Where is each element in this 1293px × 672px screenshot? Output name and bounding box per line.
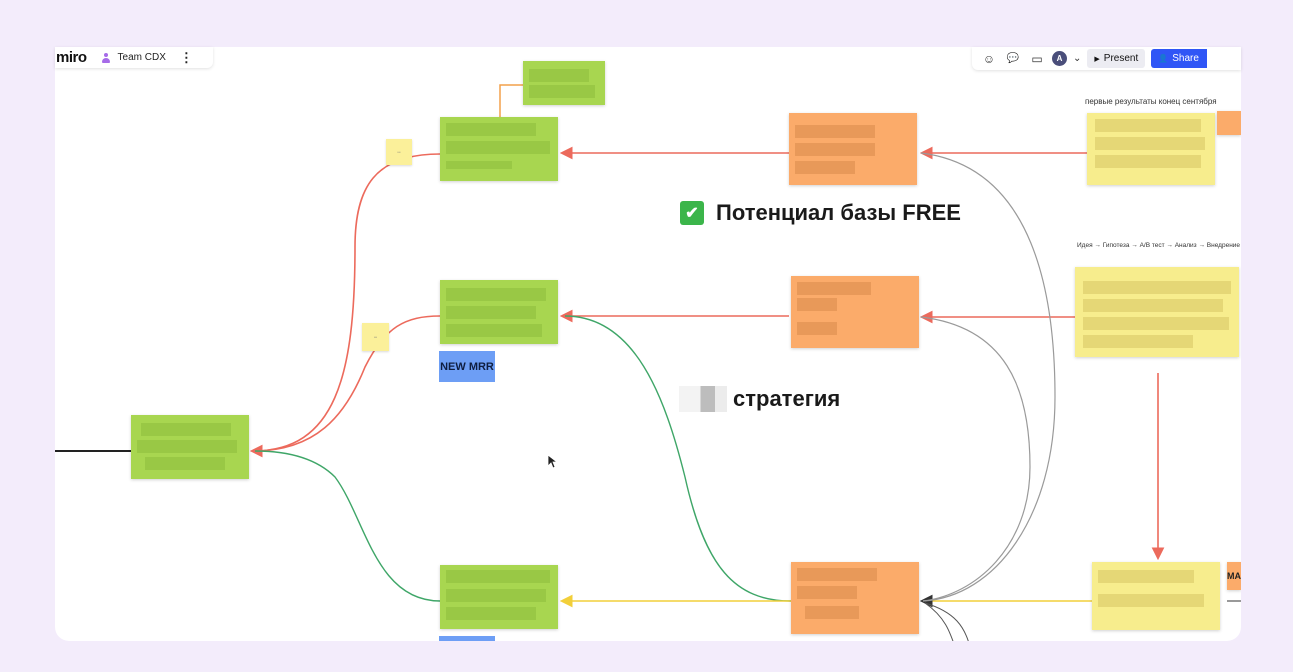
orange-card-bottom[interactable] — [791, 562, 919, 634]
orange-card-middle[interactable] — [791, 276, 919, 348]
heading-potential[interactable]: ✔ Потенциал базы FREE — [680, 200, 961, 226]
green-card-top[interactable] — [440, 117, 558, 181]
new-mrr-tag[interactable]: NEW MRR — [439, 351, 495, 382]
green-card-bottom[interactable] — [440, 565, 558, 629]
mouse-cursor-icon — [547, 454, 559, 469]
yellow-card-top[interactable] — [1087, 113, 1215, 185]
share-label: Share — [1172, 53, 1199, 64]
checkmark-icon: ✔ — [680, 201, 704, 225]
play-icon: ▶ — [1094, 55, 1100, 63]
team-icon — [101, 52, 111, 63]
note-first-results[interactable]: первые результаты конец сентября — [1085, 97, 1217, 106]
video-call-icon[interactable]: ▭ — [1031, 51, 1043, 66]
heading-potential-text: Потенциал базы FREE — [716, 200, 961, 225]
user-avatar[interactable]: A — [1052, 51, 1067, 66]
heading-strategy[interactable]: стратегия — [679, 386, 840, 412]
share-button[interactable]: 👤 Share — [1151, 49, 1207, 68]
add-user-icon: 👤 — [1158, 54, 1169, 63]
blue-tag-bottom[interactable] — [439, 636, 495, 641]
board-header-right: ☺ 💬 ▭ A ⌄ ▶ Present 👤 Share — [972, 47, 1241, 70]
more-menu-icon[interactable]: ⋮ — [179, 49, 193, 65]
connector-lines — [55, 84, 1241, 641]
present-label: Present — [1103, 53, 1139, 64]
team-name[interactable]: Team CDX — [117, 52, 166, 63]
green-card-middle[interactable] — [440, 280, 558, 344]
heading-strategy-text: стратегия — [733, 386, 841, 411]
comments-icon[interactable]: 💬 — [1006, 53, 1020, 64]
orange-chip-right-bottom[interactable]: MA — [1227, 562, 1241, 590]
present-button[interactable]: ▶ Present — [1087, 49, 1146, 68]
miro-board-canvas[interactable]: MA ••• ••• NEW MRR ✔ Потенциал базы FREE… — [55, 47, 1241, 641]
board-header-left: miro Team CDX ⋮ — [55, 47, 213, 68]
connector-sticky-upper[interactable]: ••• — [386, 139, 412, 165]
chevron-down-icon[interactable]: ⌄ — [1073, 53, 1082, 64]
right-edge-tag: MA — [1227, 571, 1241, 581]
connector-sticky-lower[interactable]: ••• — [362, 323, 389, 351]
root-sticky-card[interactable] — [131, 415, 249, 479]
yellow-card-middle[interactable] — [1075, 267, 1239, 357]
redacted-block — [679, 386, 727, 412]
green-card-mini[interactable] — [523, 61, 605, 105]
miro-logo[interactable]: miro — [56, 49, 87, 66]
orange-chip-right-top[interactable] — [1217, 111, 1241, 135]
note-pipeline[interactable]: Идея → Гипотеза → A/B тест → Анализ → Вн… — [1077, 242, 1241, 249]
reactions-icon[interactable]: ☺ — [982, 51, 996, 66]
orange-card-top[interactable] — [789, 113, 917, 185]
yellow-card-bottom[interactable] — [1092, 562, 1220, 630]
